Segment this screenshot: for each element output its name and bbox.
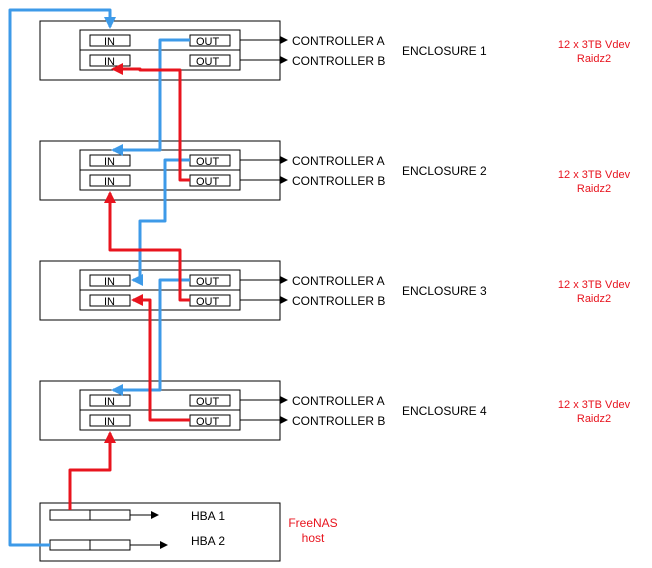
enclosure-2-out-a-label: OUT — [196, 156, 220, 168]
enclosure-4-out-a-port — [189, 394, 231, 407]
enclosure-2-in-a-port — [89, 154, 131, 167]
enclosure-1-controller-b-label: CONTROLLER B — [292, 54, 385, 68]
enclosure-3-controller-b-label: CONTROLLER B — [292, 294, 385, 308]
cable-enc1-out-a-to-enc2-in-a — [111, 38, 190, 156]
enclosure-1-in-a-port — [89, 34, 131, 47]
hba-1-label: HBA 1 — [191, 509, 225, 523]
enclosure-1: IN OUT IN OUT CONTROLLER A CONTROLLER B … — [39, 20, 631, 81]
enclosure-3-out-a-label: OUT — [196, 276, 220, 288]
enclosure-4-vdev-line2: Raidz2 — [577, 413, 611, 425]
enclosure-1-out-b-label: OUT — [196, 56, 220, 68]
enclosure-2-in-a-label: IN — [104, 156, 115, 168]
enclosure-1-out-a-label: OUT — [196, 36, 220, 48]
enclosure-1-controller-a-label: CONTROLLER A — [292, 34, 385, 48]
enclosure-4: IN OUT IN OUT CONTROLLER A CONTROLLER B … — [39, 380, 631, 441]
enclosure-3-in-b-label: IN — [104, 296, 115, 308]
host-label-line1: FreeNAS — [288, 516, 337, 530]
enclosure-3-in-b-port — [89, 294, 131, 307]
host-label-line2: host — [302, 531, 325, 545]
enclosure-3-vdev-line2: Raidz2 — [577, 293, 611, 305]
enclosure-2-vdev-line1: 12 x 3TB Vdev — [558, 169, 631, 181]
enclosure-2-in-b-port — [89, 174, 131, 187]
cable-hba2-to-enc1-in-a — [8, 8, 116, 547]
enclosure-4-in-b-port — [89, 414, 131, 427]
enclosure-2-in-b-label: IN — [104, 176, 115, 188]
enclosure-3-in-a-port — [89, 274, 131, 287]
enclosure-4-out-a-label: OUT — [196, 396, 220, 408]
enclosure-4-in-a-port — [89, 394, 131, 407]
enclosure-2-vdev-line2: Raidz2 — [577, 183, 611, 195]
enclosure-3-out-b-label: OUT — [196, 296, 220, 308]
enclosure-2-out-b-label: OUT — [196, 176, 220, 188]
enclosure-4-controller-b-label: CONTROLLER B — [292, 414, 385, 428]
cable-enc2-out-a-to-enc3-in-a — [131, 158, 190, 286]
enclosure-1-vdev-line1: 12 x 3TB Vdev — [558, 39, 631, 51]
hba-2-label: HBA 2 — [191, 534, 225, 548]
enclosure-2-controller-a-label: CONTROLLER A — [292, 154, 385, 168]
enclosure-2-name: ENCLOSURE 2 — [402, 164, 487, 178]
enclosure-4-name: ENCLOSURE 4 — [402, 404, 487, 418]
enclosure-2-controller-b-label: CONTROLLER B — [292, 174, 385, 188]
cable-enc3-out-b-to-enc2-in-b — [104, 191, 190, 302]
enclosure-3-name: ENCLOSURE 3 — [402, 284, 487, 298]
enclosure-4-controller-a-label: CONTROLLER A — [292, 394, 385, 408]
enclosure-1-in-b-label: IN — [104, 56, 115, 68]
enclosure-4-in-a-label: IN — [104, 396, 115, 408]
cable-hba1-to-enc4-in-b — [68, 431, 116, 510]
enclosure-4-out-b-label: OUT — [196, 416, 220, 428]
path-b-cables — [68, 63, 190, 510]
enclosure-2: IN OUT IN OUT CONTROLLER A CONTROLLER B … — [39, 140, 631, 201]
enclosure-3: IN OUT IN OUT CONTROLLER A CONTROLLER B … — [39, 260, 631, 321]
enclosure-3-controller-a-label: CONTROLLER A — [292, 274, 385, 288]
path-a-cables — [8, 8, 190, 547]
enclosure-4-in-b-label: IN — [104, 416, 115, 428]
enclosure-1-vdev-line2: Raidz2 — [577, 53, 611, 65]
enclosure-3-in-a-label: IN — [104, 276, 115, 288]
cable-enc2-out-b-to-enc1-in-b — [111, 63, 190, 182]
enclosure-1-name: ENCLOSURE 1 — [402, 44, 487, 58]
cable-enc3-out-a-to-enc4-in-a — [111, 278, 190, 396]
enclosure-4-vdev-line1: 12 x 3TB Vdev — [558, 399, 631, 411]
enclosure-1-in-a-label: IN — [104, 36, 115, 48]
freenas-host: HBA 1 HBA 2 FreeNAS host — [39, 502, 338, 562]
enclosure-3-vdev-line1: 12 x 3TB Vdev — [558, 279, 631, 291]
enclosure-1-out-b-port — [189, 54, 231, 67]
enclosure-1-in-b-port — [89, 54, 131, 67]
cable-enc4-out-b-to-enc3-in-b — [131, 294, 190, 422]
